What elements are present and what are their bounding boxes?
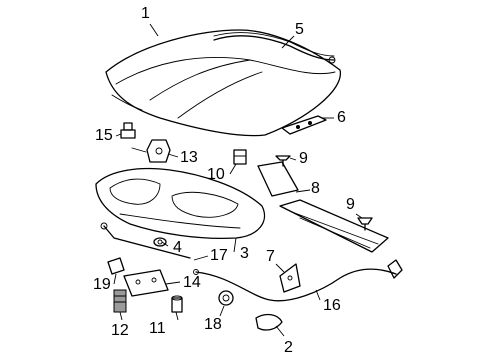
hood-bracket-6 (281, 115, 327, 135)
release-cable-16 (193, 259, 403, 302)
callout-19: 19 (93, 276, 111, 293)
callout-7: 7 (266, 248, 275, 265)
callout-9-top: 9 (299, 150, 308, 167)
clip-9-right (357, 217, 373, 231)
callout-2: 2 (284, 339, 293, 356)
hood-latch-13 (131, 139, 171, 163)
callout-10: 10 (207, 166, 225, 183)
leader-lines (113, 23, 363, 337)
callout-15: 15 (95, 127, 113, 144)
hood-insulator-3 (95, 167, 266, 240)
callout-5: 5 (295, 21, 304, 38)
callout-14: 14 (183, 274, 201, 291)
hood-bumper-15 (120, 122, 136, 139)
latch-bracket-19 (107, 257, 125, 275)
bumper-12 (113, 289, 127, 313)
callout-1: 1 (141, 5, 150, 22)
callout-9-right: 9 (346, 196, 355, 213)
callout-17: 17 (210, 247, 228, 264)
callout-8: 8 (311, 180, 320, 197)
callout-11: 11 (149, 320, 166, 337)
grommet-18 (218, 290, 234, 306)
release-handle-2 (255, 313, 283, 331)
grommet-4 (153, 237, 167, 247)
callout-4: 4 (173, 239, 182, 256)
callout-13: 13 (180, 149, 198, 166)
latch-plate-14 (123, 269, 169, 297)
hood-weatherstrip (213, 32, 336, 64)
callout-18: 18 (204, 316, 222, 333)
cowl-panel-8 (257, 161, 389, 253)
callout-6: 6 (337, 109, 346, 126)
callout-12: 12 (111, 322, 129, 339)
bracket-7 (279, 263, 301, 293)
bumper-block-10 (233, 149, 247, 165)
hood-panel (105, 29, 341, 137)
callout-16: 16 (323, 297, 341, 314)
callout-3: 3 (240, 245, 249, 262)
support-rod-17 (100, 222, 191, 259)
bumper-11 (171, 295, 183, 313)
